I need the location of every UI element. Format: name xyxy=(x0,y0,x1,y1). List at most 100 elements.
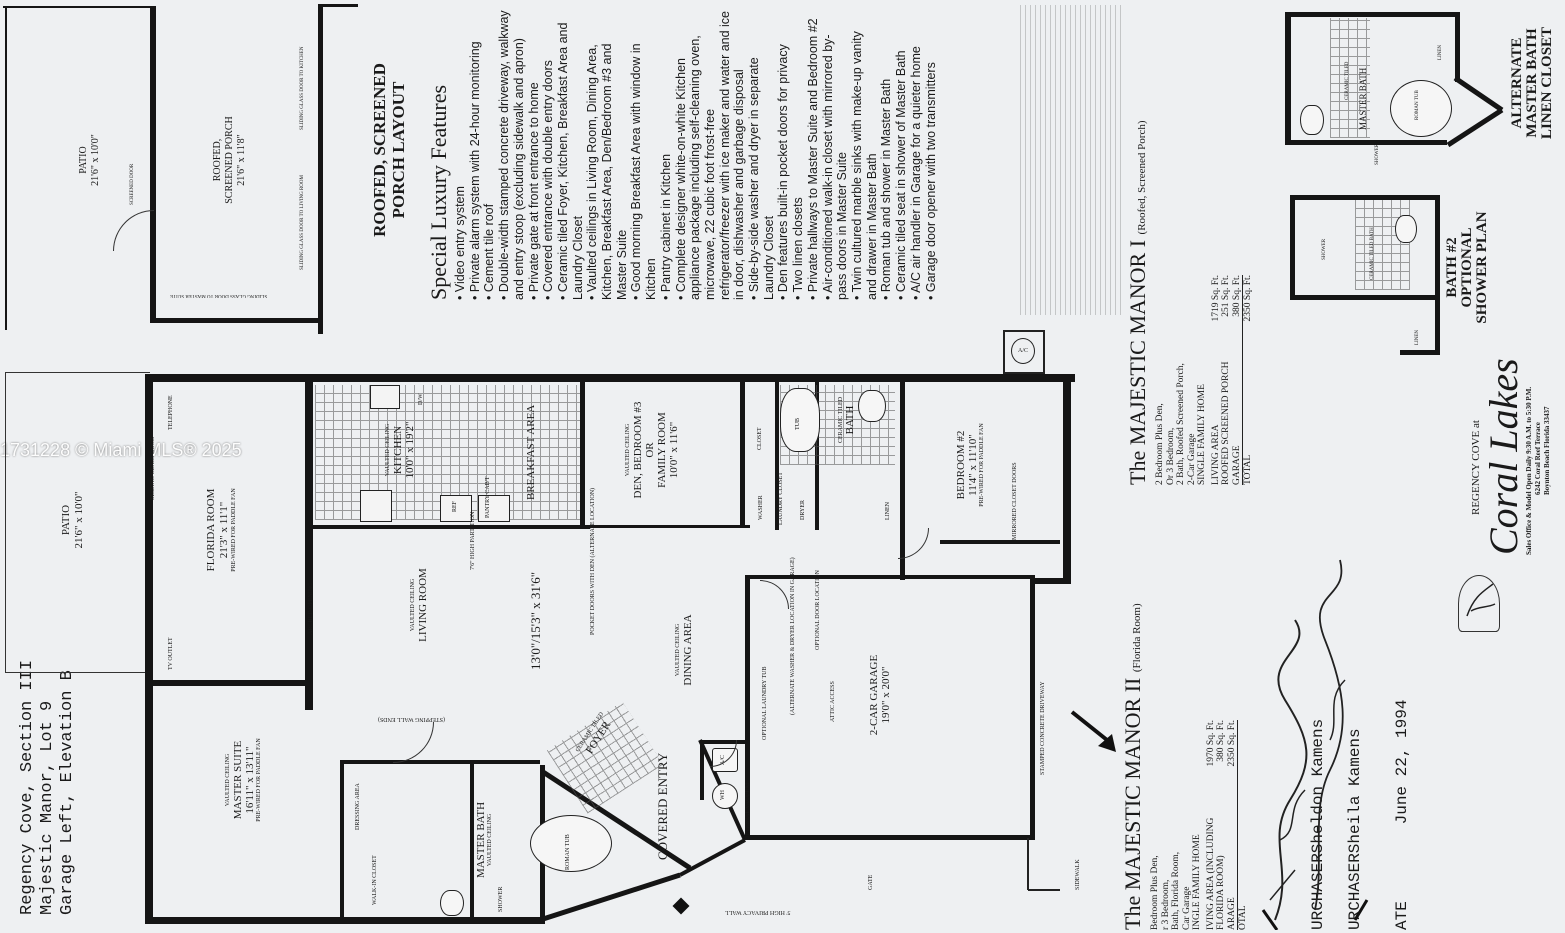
laundry-label: LAUNDRY CLOSET xyxy=(778,472,784,525)
pocket-doors-label: POCKET DOORS WITH DEN (ALTERNATE LOCATIO… xyxy=(590,487,596,635)
bath2-shower-label: SHOWER xyxy=(1322,238,1327,260)
manor2-desc-line: Bedroom Plus Den, xyxy=(1150,855,1160,930)
developer-block: REGENCY COVE at Coral Lakes Sales Office… xyxy=(1470,295,1552,555)
main-patio-label: PATIO 21'6" x 10'0" xyxy=(60,491,85,549)
tub-label: TUB xyxy=(795,418,801,430)
den-label: VAULTED CEILING DEN, BEDROOM #3 OR FAMIL… xyxy=(625,401,680,499)
total-label: TOTAL xyxy=(1243,454,1253,485)
feature-item: • Private hallways to Master Suite and B… xyxy=(805,18,820,300)
area-label: FLORIDA ROOM) xyxy=(1216,855,1226,930)
feature-item: • Side-by-side washer and dryer in separ… xyxy=(747,57,776,300)
developer-sales2: 6242 Coral Reef Terrace xyxy=(1534,422,1542,495)
manor1-desc-line: 2 Bedroom Plus Den, xyxy=(1155,403,1165,485)
feature-item: • Cement tile roof xyxy=(482,203,497,300)
area-value: 1719 Sq. Ft. xyxy=(1210,275,1221,322)
header-line-2: Majestic Manor, Lot 9 xyxy=(38,700,57,915)
ac-label: A/C xyxy=(720,754,726,765)
high-wall-label: 5' HIGH PRIVACY WALL xyxy=(725,909,791,915)
total-value: 2350 Sq. Ft. xyxy=(1243,275,1253,322)
manor2-areas: IVING AREA (INCLUDING 1970 Sq. Ft. FLORIDA… xyxy=(1206,720,1249,930)
optional-door-label: OPTIONAL DOOR LOCATION xyxy=(815,570,821,650)
range xyxy=(360,490,392,522)
manor2-description: Bedroom Plus Den,r 3 Bedroom,Bath, Flori… xyxy=(1150,570,1203,930)
features-list: • Video entry system• Private alarm syst… xyxy=(453,10,938,300)
alt-washer-label: (ALTERNATE WASHER & DRYER LOCATION IN GA… xyxy=(790,557,796,715)
bath2-bath-label: CERAMIC TILED BATH xyxy=(1370,227,1375,280)
manor1-description: 2 Bedroom Plus Den,Or 3 Bedroom,2 Bath, … xyxy=(1155,45,1208,485)
closet-label: CLOSET xyxy=(757,427,763,450)
manor2-desc-line: INGLE FAMILY HOME xyxy=(1192,834,1202,930)
area-label: LIVING AREA xyxy=(1210,424,1221,485)
sidewalk-label: SIDEWALK xyxy=(1075,859,1081,890)
gate-label: GATE xyxy=(868,874,874,890)
driveway-label: STAMPED CONCRETE DRIVEWAY xyxy=(1040,681,1046,775)
area-value: 380 Sq. Ft. xyxy=(1216,720,1226,762)
alt-master-bath-label: MASTER BATH xyxy=(1358,67,1368,130)
manor2-desc-line: Car Garage xyxy=(1181,886,1192,930)
washer-label: WASHER xyxy=(758,495,764,520)
porch-layout-title: ROOFED, SCREENED PORCH LAYOUT xyxy=(370,63,408,237)
arched-opening-label: ARCHED OPENING xyxy=(308,582,314,636)
features-block: Special Luxury Features • Video entry sy… xyxy=(425,10,938,300)
master-toilet xyxy=(440,890,464,916)
alt-linen-label: LINEN xyxy=(1438,45,1443,60)
mls-watermark: 1731228 © Miami MLS® 2025 xyxy=(0,440,242,460)
dining-area-label: VAULTED CEILING DINING AREA xyxy=(675,614,694,686)
feature-item: • Ceramic tiled seat in shower of Master… xyxy=(894,50,909,300)
developer-sales1: Sales Office & Model Open Daily 9:30 A.M… xyxy=(1525,386,1533,555)
attic-access-label: ATTIC ACCESS xyxy=(830,681,836,722)
area-label: GARAGE xyxy=(1231,445,1242,485)
alt-shower-label: SHOWER xyxy=(1375,143,1380,165)
signature-marks xyxy=(1261,559,1369,930)
area-label: ARAGE xyxy=(1226,897,1237,930)
manor1-total-row: TOTAL 2350 Sq. Ft. xyxy=(1242,275,1254,485)
tub xyxy=(780,388,820,452)
feature-item: • Ceramic tiled Foyer, Kitchen, Breakfas… xyxy=(555,22,585,300)
mirrored-doors-label: MIRRORED CLOSET DOORS xyxy=(1012,462,1018,540)
area-value: 1970 Sq. Ft. xyxy=(1205,720,1216,767)
sink xyxy=(370,385,400,409)
feature-item: • Den features built-in pocket doors for… xyxy=(776,44,791,300)
walkin-closet-label: WALK-IN CLOSET xyxy=(372,855,378,905)
features-title: Special Luxury Features xyxy=(426,84,451,300)
manor1-desc-line: 2 Bath, Roofed Screened Porch, xyxy=(1176,363,1186,485)
manor1-desc-line: SINGLE FAMILY HOME xyxy=(1197,384,1207,485)
area-label: ROOFED SCREENED PORCH xyxy=(1221,361,1231,485)
feature-item: • Covered entrance with double entry doo… xyxy=(541,60,556,300)
feature-item: • Roman tub and shower in Master Bath xyxy=(879,78,894,300)
area-value: 2350 Sq. Ft. xyxy=(1226,720,1237,767)
area-label: IVING AREA (INCLUDING xyxy=(1205,817,1216,930)
porch-screened-door: SCREENED DOOR xyxy=(130,163,135,205)
total-label: OTAL xyxy=(1238,905,1248,930)
bird-icon xyxy=(1466,583,1496,617)
master-suite-label: VAULTED CEILING MASTER SUITE 16'11" x 13… xyxy=(225,738,262,822)
alt-toilet xyxy=(1300,105,1324,135)
fine-print-block xyxy=(1020,5,1125,315)
master-roman-tub-label: ROMAN TUB xyxy=(565,834,571,870)
porch-door-kitchen: SLIDING GLASS DOOR TO KITCHEN xyxy=(300,46,305,130)
optional-laundry-label: OPTIONAL LAUNDRY TUB xyxy=(762,666,768,740)
wh-label: WH xyxy=(720,790,726,800)
master-bath-label: MASTER BATH VAULTED CEILING xyxy=(475,801,493,879)
alt-master-bath-title: ALTERNATE MASTER BATH LINEN CLOSET xyxy=(1509,26,1555,140)
feature-item: • Vaulted ceilings in Living Room, Dinin… xyxy=(585,43,629,300)
feature-item: • Video entry system xyxy=(453,186,467,300)
feature-item: • Twin cultured marble sinks with make-u… xyxy=(849,31,879,300)
linen-label: LINEN xyxy=(885,502,891,520)
manor1-subtitle: (Roofed, Screened Porch) xyxy=(1136,120,1148,235)
manor2-subtitle: (Florida Room) xyxy=(1131,603,1143,673)
alt-roman-tub xyxy=(1390,80,1452,137)
project-header: Regency Cove, Section III Majestic Manor… xyxy=(18,615,78,915)
manor1-area-row: LIVING AREA 1719 Sq. Ft. xyxy=(1211,275,1222,485)
area-value: 251 Sq. Ft. xyxy=(1221,275,1231,317)
feature-item: • Air-conditioned walk-in closet with mi… xyxy=(820,34,850,300)
stepping-wall-label: (STEPPING WALL ENDS) xyxy=(378,716,445,722)
living-dim-label: 13'0"/15'3" x 31'6" xyxy=(528,571,543,670)
feature-item: • Garage door opener with two transmitte… xyxy=(923,62,938,300)
coral-lakes-logo xyxy=(1458,575,1500,632)
alt-roman-tub-label: ROMAN TUB xyxy=(1415,90,1420,120)
feature-item: • Private gate at front entrance to home xyxy=(526,82,541,300)
feature-item: • Double-width stamped concrete driveway… xyxy=(497,10,526,300)
tv-outlet-label: TV OUTLET xyxy=(168,637,174,670)
